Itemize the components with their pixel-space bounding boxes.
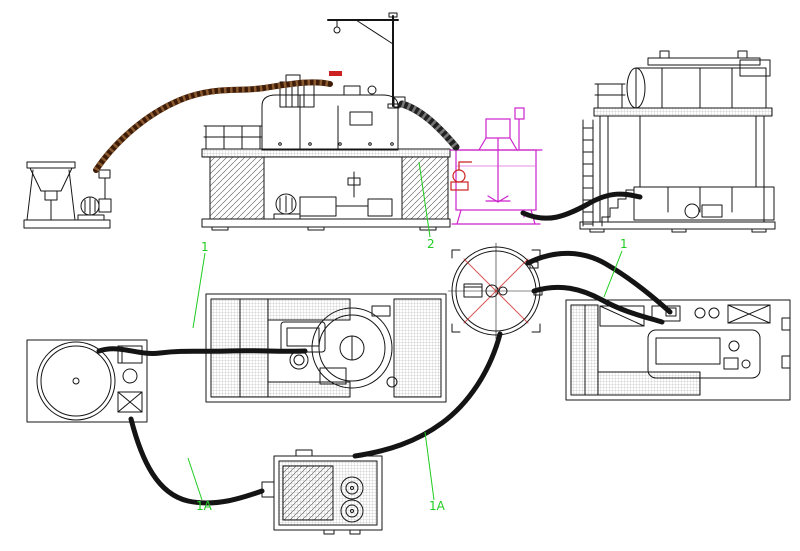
mixing-tank-elevation — [449, 107, 543, 225]
leader-line-1-right — [603, 250, 623, 298]
callouts: 1 2 1 1A 1A — [187, 161, 628, 513]
red-feed-pump — [450, 161, 472, 191]
callout-2: 2 — [427, 237, 435, 251]
hoses — [93, 79, 673, 506]
hose-reel-plan — [26, 339, 148, 423]
hose-mixtank-to-decanter — [520, 191, 643, 221]
callout-1-right: 1 — [620, 237, 628, 251]
callout-1-left: 1 — [201, 240, 209, 254]
leader-line-1a-left — [187, 457, 203, 501]
centrifuge-skid-plan — [205, 293, 447, 403]
decanter-platform-elevation — [579, 50, 776, 233]
mix-tank-plan — [447, 242, 545, 340]
discharge-chute-hose — [398, 100, 460, 151]
power-unit-plan — [565, 299, 791, 401]
hose-reel-to-transfer-pump — [128, 416, 265, 506]
callout-1a-left: 1A — [196, 499, 213, 513]
hose-tank-to-power-unit-2 — [531, 284, 665, 325]
leader-line-1-left — [192, 252, 206, 329]
treatment-skid-elevation — [201, 12, 451, 231]
callout-1a-right: 1A — [429, 499, 446, 513]
transfer-pump-plan — [261, 449, 383, 535]
hose-tank-to-transfer-pump — [352, 331, 503, 459]
leader-line-1a-right — [424, 431, 435, 501]
red-fitting — [329, 71, 342, 76]
leader-line-2 — [418, 161, 431, 238]
hose-reel-to-centrifuge-skid — [96, 346, 308, 356]
hose-tank-to-power-unit-1 — [525, 250, 673, 315]
braided-suction-hose-texture — [93, 79, 331, 172]
feed-hopper-unit-elevation — [23, 161, 112, 229]
